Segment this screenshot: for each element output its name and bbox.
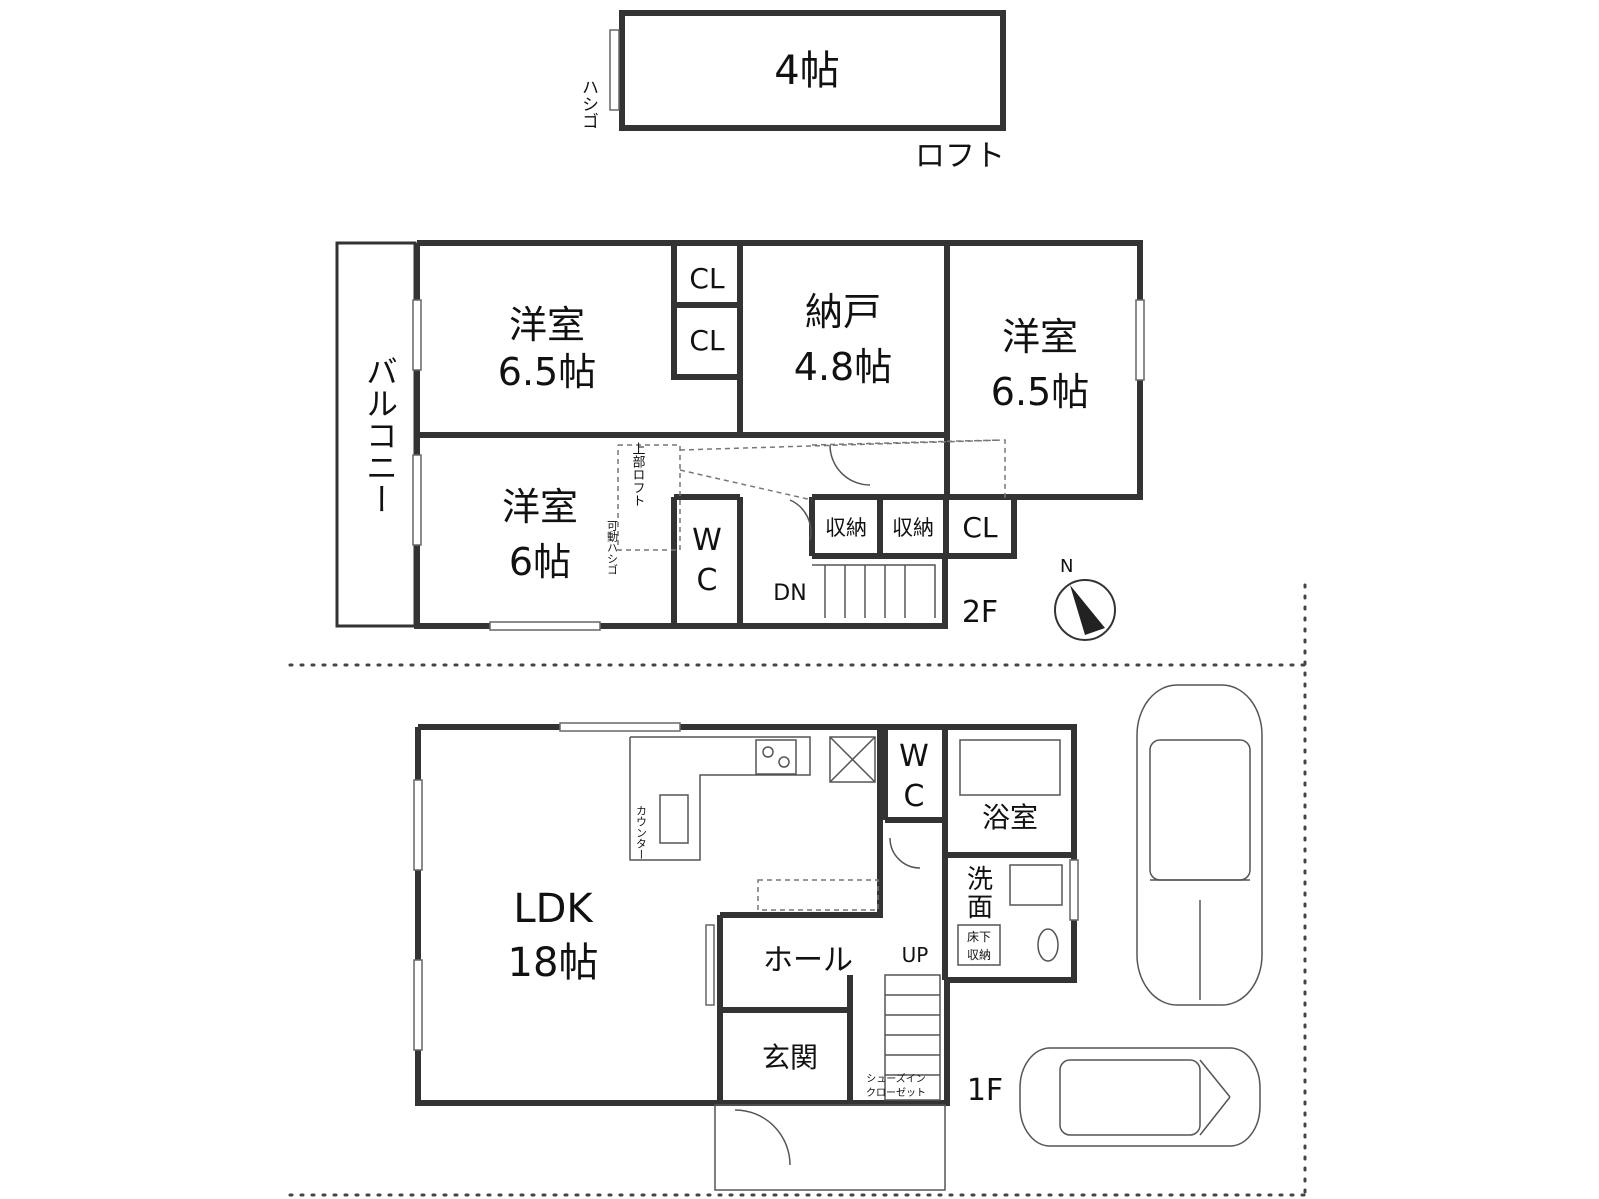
shoes-closet-label-1: シューズイン <box>866 1072 926 1085</box>
door-swing-2f-2 <box>789 499 812 541</box>
stairs-2f <box>812 564 936 618</box>
loft-ladder-mark <box>609 29 620 111</box>
loft-diag-1 <box>679 469 813 501</box>
washing-machine <box>1037 928 1059 962</box>
room-2f-2-name: 納戸 <box>805 290 881 334</box>
balcony-label: バルコニー <box>361 355 399 515</box>
room-2f-3-size: 6.5帖 <box>991 370 1089 414</box>
second-floor-plan: バルコニー 洋室 <box>335 240 1145 641</box>
room-2f-1-size: 6.5帖 <box>498 350 596 394</box>
counter-label: カウンター <box>635 805 648 860</box>
movable-ladder-label: 可動ハシゴ <box>606 520 619 575</box>
loft-above-label: 上部ロフト <box>630 442 646 507</box>
ldk-name: LDK <box>513 886 594 932</box>
window-2f-4 <box>489 621 601 631</box>
window-2f-2 <box>412 454 422 546</box>
window-1f-3 <box>559 722 681 732</box>
room-2f-1-name: 洋室 <box>509 303 585 347</box>
wc-2f-label-c: C <box>697 563 718 598</box>
up-label: UP <box>902 943 929 967</box>
room-2f-3-name: 洋室 <box>1002 315 1078 359</box>
window-1f-2 <box>413 959 423 1051</box>
shoes-closet-label-2: クローゼット <box>866 1087 926 1099</box>
floor-1f-label: 1F <box>967 1073 1003 1108</box>
stove <box>755 739 797 775</box>
wc-1f-label-c: C <box>904 779 925 814</box>
fridge-x2 <box>829 736 876 783</box>
first-floor-plan: LDK 18帖 カウンター W C 浴室 洗 面 床下 収納 ホール UP 玄関… <box>413 722 1079 1191</box>
parked-car-2-icon <box>1019 1047 1261 1147</box>
ladder-label: ハシゴ <box>578 79 598 130</box>
parked-car-icon <box>1136 684 1263 1006</box>
underfloor-storage-box <box>957 924 1001 966</box>
window-2f-1 <box>412 299 422 371</box>
fridge <box>829 736 876 783</box>
wall-1f-kitchen <box>720 727 883 918</box>
window-1f-4 <box>1069 859 1079 921</box>
door-swing-2f-1 <box>829 444 871 486</box>
burner-2 <box>778 756 790 768</box>
room-2f-2-size: 4.8帖 <box>794 345 892 389</box>
burner-1 <box>762 746 774 758</box>
bath-label: 浴室 <box>982 801 1038 834</box>
loft-above-line <box>679 439 1006 500</box>
window-1f-1 <box>413 779 423 871</box>
entrance-door-swing <box>734 1109 791 1166</box>
underfloor-label-1: 床下 <box>967 930 991 944</box>
loft-above-mark <box>617 444 681 551</box>
wc-door-swing <box>889 837 921 869</box>
dn-label: DN <box>773 581 806 606</box>
sink <box>659 794 689 844</box>
senmen-label-1: 洗 <box>967 865 993 895</box>
room-2f-4-size: 6帖 <box>509 540 571 584</box>
wc-2f-label-w: W <box>692 523 722 558</box>
hall-label: ホール <box>763 943 853 978</box>
genkan-label: 玄関 <box>762 1041 818 1074</box>
underfloor-label-2: 収納 <box>967 948 991 962</box>
senmen-label-2: 面 <box>967 893 993 923</box>
cl-label-2: CL <box>689 324 725 357</box>
cl-label-3: CL <box>962 511 998 544</box>
storage-label-2: 収納 <box>892 516 934 540</box>
under-stairs <box>757 879 879 911</box>
loft-outline <box>619 10 1006 131</box>
loft-area-label: 4帖 <box>774 48 839 94</box>
window-1f-5 <box>705 924 715 1006</box>
floor-2f-label: 2F <box>962 595 998 630</box>
bathtub <box>959 739 1061 796</box>
stairs-1f <box>884 974 941 1101</box>
storage-label-1: 収納 <box>825 516 867 540</box>
wc-1f-label-w: W <box>899 739 929 774</box>
entrance-porch <box>714 1104 946 1191</box>
loft-plan: 4帖 ハシゴ ロフト <box>578 10 1006 174</box>
ldk-size: 18帖 <box>508 940 599 986</box>
window-2f-3 <box>1135 299 1145 381</box>
room-2f-4-name: 洋室 <box>502 485 578 529</box>
loft-name-label: ロフト <box>915 139 1005 174</box>
loft-diag-2 <box>811 439 1001 446</box>
kitchen-counter <box>629 736 811 861</box>
washbasin <box>1009 864 1063 906</box>
compass-icon: N <box>1054 556 1116 641</box>
svg-text:N: N <box>1060 556 1073 577</box>
cl-label-1: CL <box>689 262 725 295</box>
